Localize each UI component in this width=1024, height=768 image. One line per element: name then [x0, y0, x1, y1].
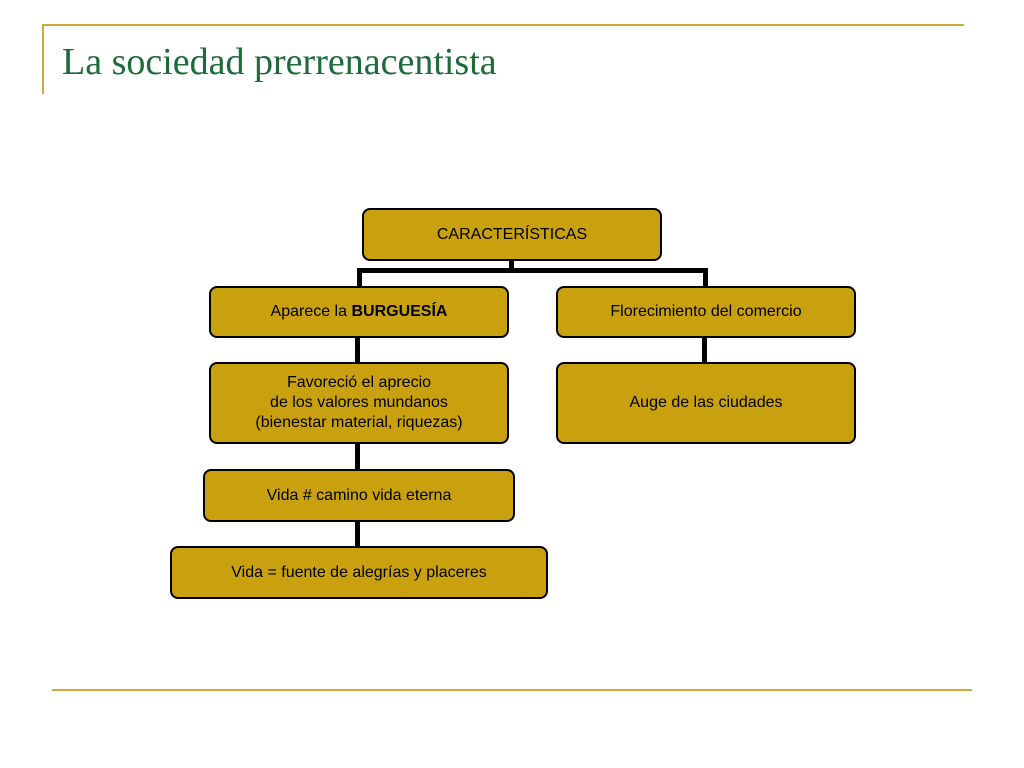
connector-right-chain [702, 337, 707, 363]
node-camino-vida-eterna: Vida # camino vida eterna [203, 469, 515, 522]
connector-right-down [703, 268, 708, 287]
node-burguesia-prefix: Aparece la [270, 303, 352, 320]
node-ciudades-label: Auge de las ciudades [629, 394, 783, 411]
node-burguesia-bold: BURGUESÍA [351, 303, 448, 320]
node-aprecio-line-3: (bienestar material, riquezas) [255, 414, 463, 431]
node-aprecio: Favoreció el aprecio de los valores mund… [209, 362, 509, 444]
node-burguesia-label: Aparece la BURGUESÍA [271, 302, 448, 322]
node-camino-vida-eterna-label: Vida # camino vida eterna [266, 486, 452, 504]
node-aprecio-line-2: de los valores mundanos [270, 394, 448, 411]
node-comercio: Florecimiento del comercio [556, 286, 856, 338]
slide-title: La sociedad prerrenacentista [62, 41, 497, 83]
top-rule [42, 24, 964, 26]
left-rule [42, 24, 44, 94]
node-caracteristicas-label: CARACTERÍSTICAS [436, 225, 588, 243]
node-ciudades: Auge de las ciudades [556, 362, 856, 444]
bottom-rule [52, 689, 972, 691]
node-aprecio-text: Favoreció el aprecio de los valores mund… [255, 373, 462, 433]
node-alegrias-placeres: Vida = fuente de alegrías y placeres [170, 546, 548, 599]
connector-left-down [357, 268, 362, 287]
node-caracteristicas: CARACTERÍSTICAS [362, 208, 662, 261]
node-aprecio-line-1: Favoreció el aprecio [286, 374, 432, 391]
node-burguesia: Aparece la BURGUESÍA [209, 286, 509, 338]
node-comercio-label: Florecimiento del comercio [610, 303, 802, 320]
connector-root-down [509, 260, 514, 271]
node-alegrias-placeres-label: Vida = fuente de alegrías y placeres [231, 563, 487, 581]
connector-horizontal [357, 268, 708, 273]
